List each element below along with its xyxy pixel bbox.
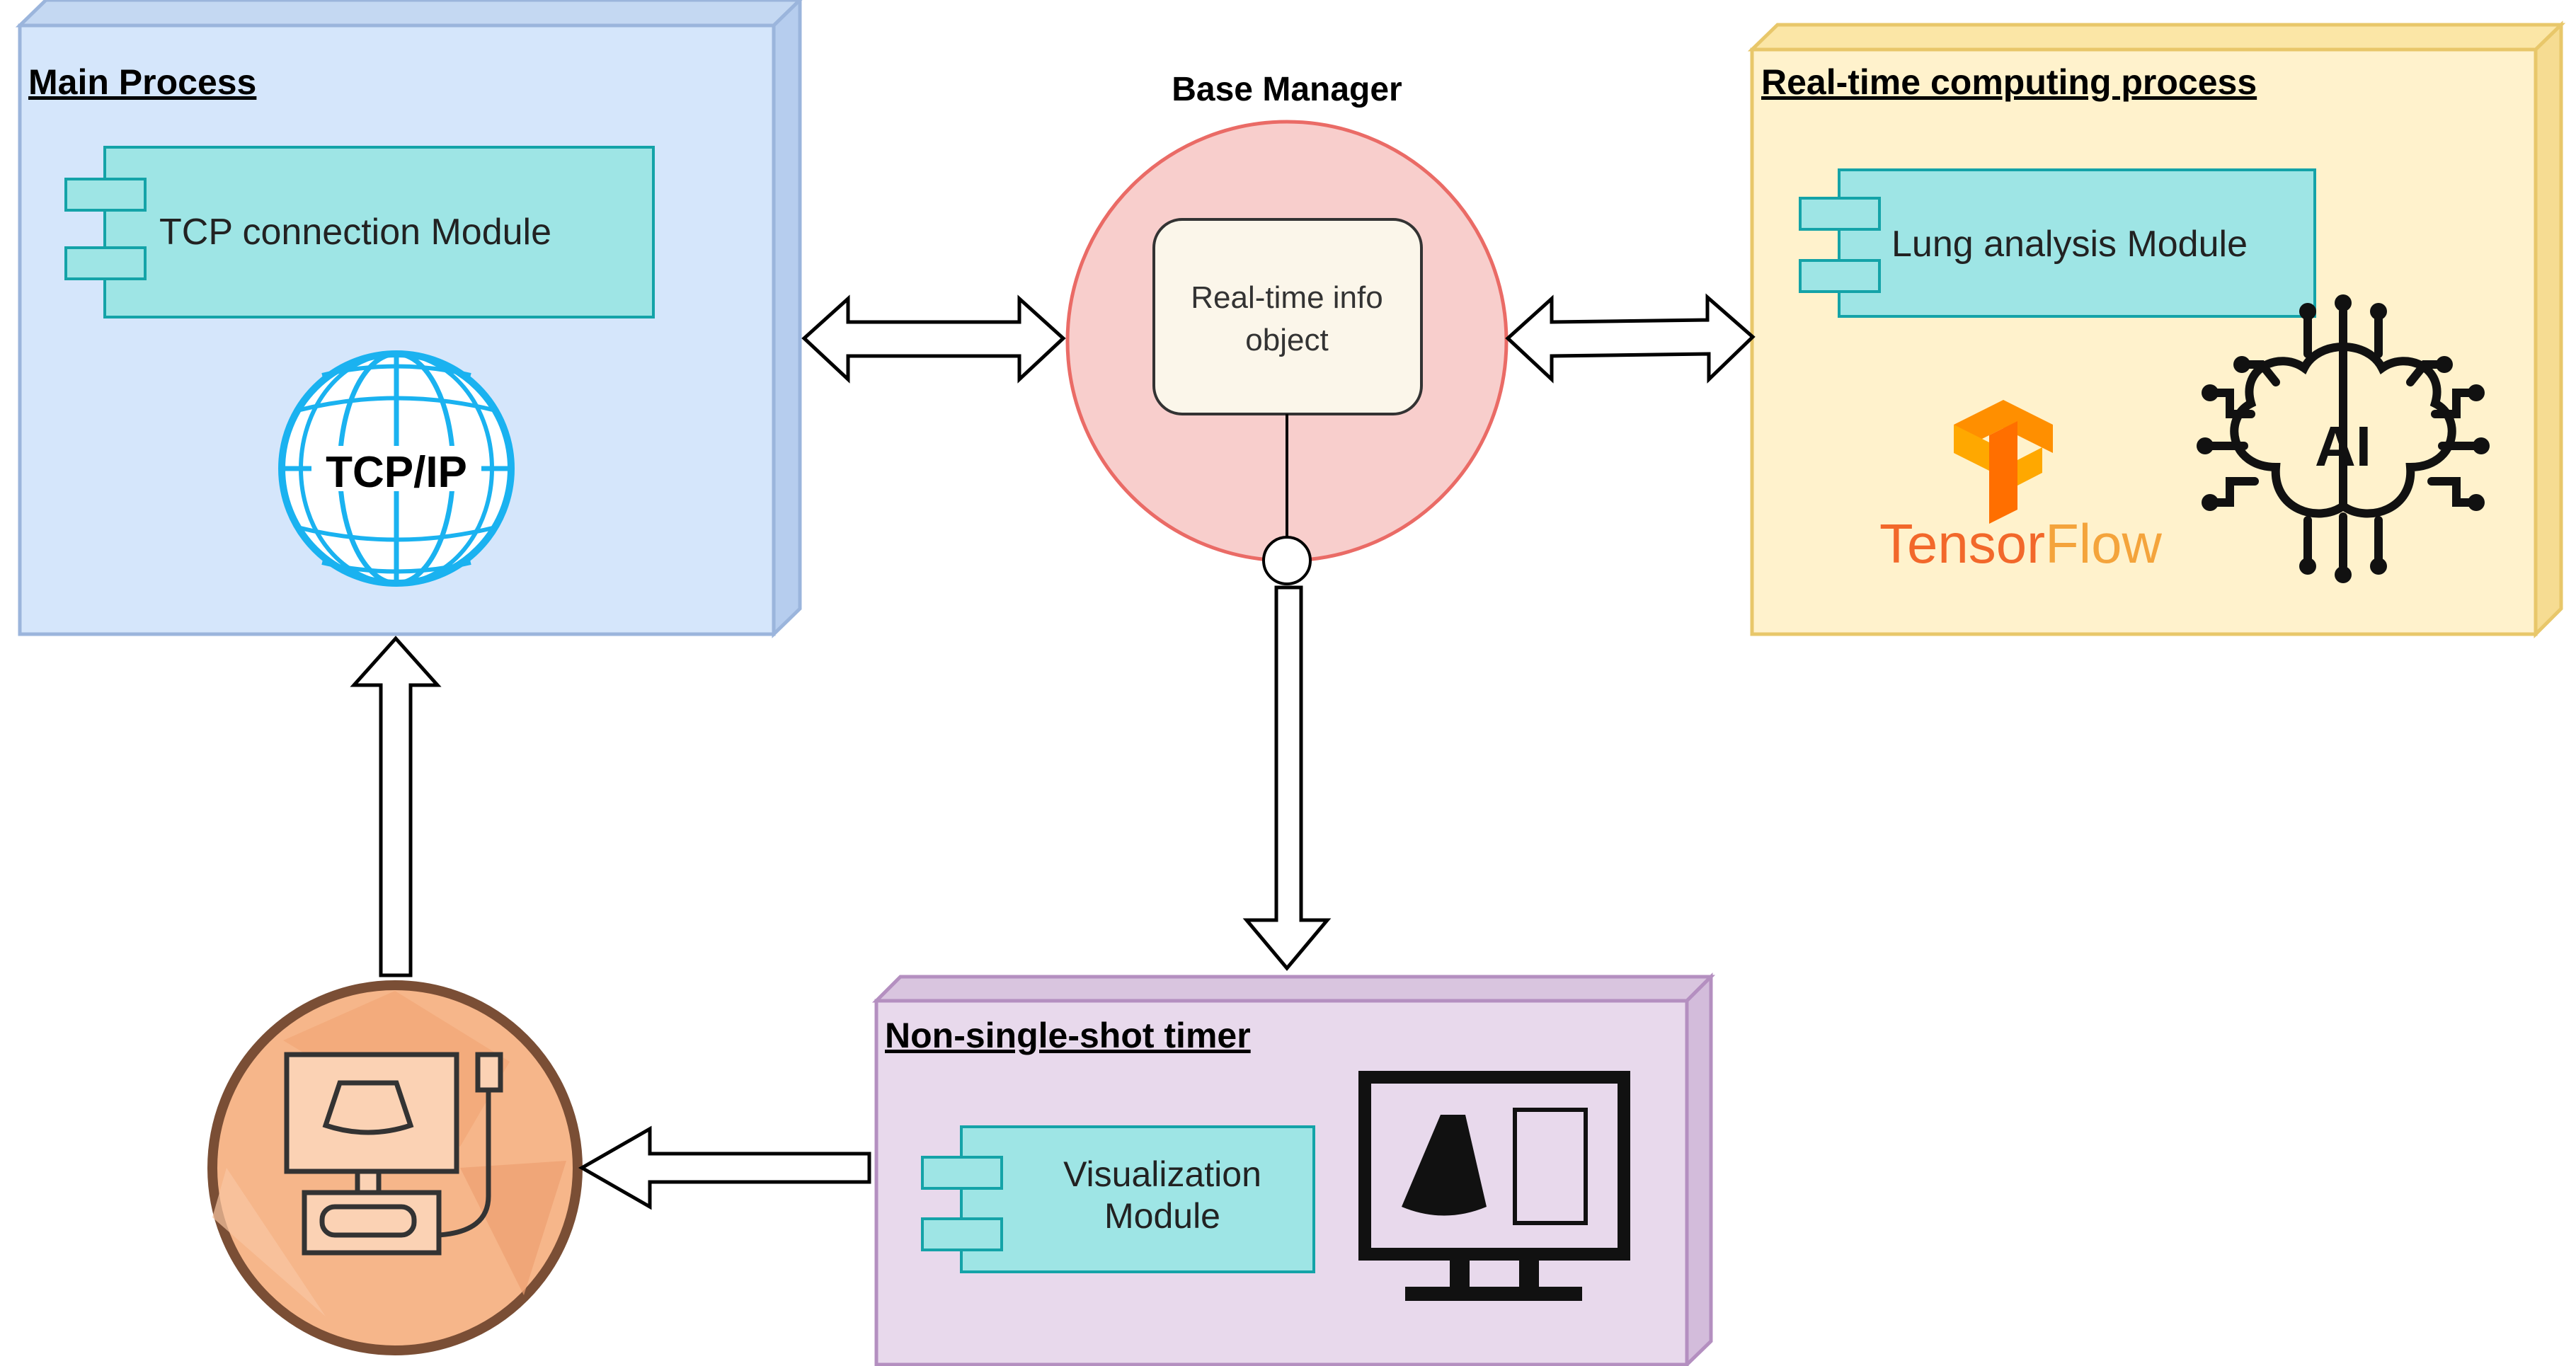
base-manager-title: Base Manager <box>1172 71 1402 108</box>
timer-to-device-arrow <box>578 1125 871 1210</box>
info-object-label-line1: Real-time info <box>1191 280 1383 315</box>
ai-icon-text: AI <box>2315 415 2371 478</box>
tensorflow-wordmark: TensorFlow <box>1879 512 2162 575</box>
tcp-ip-logo-text: TCP/IP <box>326 448 467 497</box>
realtime-info-object[interactable] <box>1152 218 1423 415</box>
manager-to-realtime-arrow <box>1505 293 1756 384</box>
lung-analysis-module[interactable] <box>1799 168 2316 318</box>
tensorflow-logo-icon <box>1954 400 2053 524</box>
visualization-module[interactable] <box>921 1125 1315 1273</box>
visualization-label-line2: Module <box>1104 1196 1220 1236</box>
tensorflow-wordmark-prefix: Tensor <box>1879 512 2045 575</box>
monitor-display-icon <box>1358 1071 1630 1301</box>
device-to-main-arrow <box>350 636 442 977</box>
main-to-manager-arrow <box>801 294 1066 384</box>
lung-module-label: Lung analysis Module <box>1891 224 2248 265</box>
ai-brain-icon-nodes <box>2197 294 2490 583</box>
interface-lollipop-icon <box>1262 536 1312 585</box>
tcp-module-label: TCP connection Module <box>159 212 551 253</box>
tensorflow-wordmark-suffix: Flow <box>2045 512 2162 575</box>
ai-brain-icon <box>2208 307 2478 570</box>
realtime-process-node[interactable] <box>1747 21 2566 639</box>
tcp-ip-globe-icon <box>278 350 515 587</box>
visualization-label-line1: Visualization <box>1063 1154 1261 1194</box>
timer-title: Non-single-shot timer <box>885 1016 1251 1055</box>
realtime-process-title: Real-time computing process <box>1761 62 2257 102</box>
info-object-label-line2: object <box>1245 323 1328 357</box>
manager-to-timer-arrow <box>1242 585 1332 971</box>
ultrasound-machine-icon <box>284 1052 503 1256</box>
tcp-connection-module[interactable] <box>64 146 655 318</box>
main-process-title: Main Process <box>28 62 256 102</box>
